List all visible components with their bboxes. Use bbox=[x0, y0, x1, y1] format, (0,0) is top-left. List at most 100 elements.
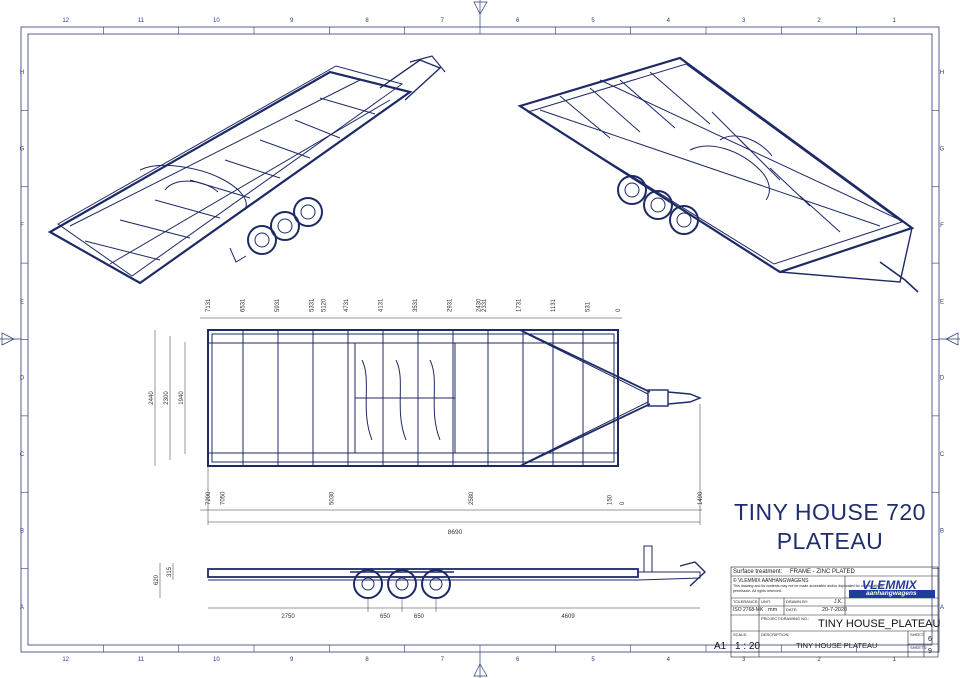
plan-top-dimension: 1731 bbox=[516, 298, 522, 312]
notice-line-2: permission. All rights reserved. bbox=[733, 589, 782, 593]
row-label-right: D bbox=[940, 376, 945, 382]
plan-width-dimension: 2440 bbox=[149, 391, 155, 405]
plan-top-dimension: 5931 bbox=[275, 298, 281, 312]
plan-total-length: 8690 bbox=[448, 529, 463, 536]
row-label-right: H bbox=[940, 70, 944, 76]
row-label-left: C bbox=[20, 452, 25, 458]
column-label-top: 4 bbox=[667, 18, 671, 24]
plan-view bbox=[207, 329, 702, 467]
notice-line-1: This drawing and its contents may not be… bbox=[733, 584, 884, 588]
column-label-bottom: 3 bbox=[742, 657, 746, 663]
sheets-total: 9 bbox=[928, 648, 932, 655]
row-label-right: E bbox=[940, 299, 944, 305]
plan-top-dimension: 2430 bbox=[476, 298, 482, 312]
scale-label: SCALE: bbox=[733, 632, 748, 637]
outer-frame bbox=[20, 26, 940, 653]
plan-bottom-dimension: 1490 bbox=[698, 491, 704, 505]
project-value: TINY HOUSE_PLATEAU bbox=[818, 618, 941, 630]
column-label-top: 2 bbox=[817, 18, 821, 24]
column-label-bottom: 9 bbox=[290, 657, 294, 663]
row-label-left: F bbox=[20, 223, 24, 229]
surface-label: Surface treatment: bbox=[733, 569, 783, 575]
column-label-top: 10 bbox=[213, 18, 220, 24]
column-label-bottom: 11 bbox=[138, 657, 145, 663]
column-label-bottom: 2 bbox=[817, 657, 821, 663]
column-label-top: 3 bbox=[742, 18, 746, 24]
row-label-left: H bbox=[20, 70, 24, 76]
plan-width-dimensions: 2440 2300 1940 bbox=[149, 391, 185, 405]
scale-value: 1 : 20 bbox=[735, 641, 761, 652]
plan-top-dimension: 0 bbox=[616, 308, 622, 312]
row-label-right: A bbox=[940, 605, 944, 611]
unit-label: UNIT: bbox=[761, 599, 771, 604]
drawing-title: TINY HOUSE 720 PLATEAU bbox=[700, 498, 960, 556]
row-label-left: E bbox=[20, 299, 24, 305]
tolerance-label: TOLERANCE: bbox=[733, 599, 759, 604]
date-value: 20-7-2020 bbox=[822, 607, 848, 613]
side-height-dimension: 620 bbox=[154, 574, 160, 585]
plan-top-dimension: 2931 bbox=[447, 298, 453, 312]
drawn-value: J.K. bbox=[834, 599, 843, 605]
plan-top-dimension: 531 bbox=[585, 301, 591, 312]
isometric-view-rear bbox=[517, 56, 919, 293]
row-label-left: D bbox=[20, 376, 25, 382]
column-label-top: 7 bbox=[441, 18, 445, 24]
side-length-dimension: 650 bbox=[380, 614, 391, 620]
row-label-right: F bbox=[940, 223, 944, 229]
column-label-top: 1 bbox=[893, 18, 897, 24]
description-label: DESCRIPTION: bbox=[761, 632, 790, 637]
row-label-right: C bbox=[940, 452, 945, 458]
plan-width-dimension: 1940 bbox=[179, 391, 185, 405]
project-label: PROJECT/DRAWING NO.: bbox=[761, 616, 810, 621]
column-label-top: 9 bbox=[290, 18, 294, 24]
sheets-label: SHEETS: bbox=[910, 645, 928, 650]
plan-top-dimension: 1131 bbox=[551, 298, 557, 312]
sheet-label: SHEET: bbox=[910, 632, 925, 637]
title-block bbox=[730, 566, 939, 658]
copyright-text: © VLEMMIX AANHANGWAGENS bbox=[733, 578, 809, 584]
surface-value: FRAME - ZINC PLATED bbox=[790, 569, 855, 575]
column-label-bottom: 6 bbox=[516, 657, 520, 663]
row-label-left: B bbox=[20, 528, 24, 534]
column-label-bottom: 4 bbox=[667, 657, 671, 663]
vlemmix-subtitle: aanhangwagens bbox=[866, 590, 917, 597]
column-label-bottom: 5 bbox=[591, 657, 595, 663]
plan-top-dimension: 5120 bbox=[322, 298, 328, 312]
plan-top-dimension: 4731 bbox=[344, 298, 350, 312]
column-label-bottom: 7 bbox=[441, 657, 445, 663]
side-length-dimension: 4609 bbox=[561, 614, 575, 620]
column-label-top: 11 bbox=[138, 18, 145, 24]
side-length-dimension: 650 bbox=[414, 614, 425, 620]
column-label-bottom: 10 bbox=[213, 657, 220, 663]
isometric-view-front bbox=[47, 55, 446, 285]
plan-top-dimension: 2331 bbox=[482, 298, 488, 312]
column-label-bottom: 1 bbox=[893, 657, 897, 663]
plan-width-dimension: 2300 bbox=[164, 391, 170, 405]
row-label-right: G bbox=[940, 147, 945, 153]
plan-top-dimension: 6531 bbox=[240, 298, 246, 312]
title-line-2: PLATEAU bbox=[776, 528, 884, 554]
plan-bottom-dimension: 2580 bbox=[469, 491, 475, 505]
plan-bottom-dimension: 7050 bbox=[221, 491, 227, 505]
column-grid-marks bbox=[21, 27, 939, 652]
plan-top-dimension: 4131 bbox=[378, 298, 384, 312]
sheet-number: 6 bbox=[928, 636, 932, 643]
column-label-bottom: 12 bbox=[62, 657, 69, 663]
plan-bottom-dimension: 7200 bbox=[206, 491, 212, 505]
title-line-1: TINY HOUSE 720 bbox=[734, 499, 926, 525]
vlemmix-logo: VLEMMIX bbox=[862, 578, 917, 592]
plan-bottom-dimension: 150 bbox=[607, 494, 613, 505]
unit-value: mm bbox=[768, 607, 778, 613]
plan-top-dimension: 5331 bbox=[309, 298, 315, 312]
side-view-dimension-lines bbox=[159, 563, 700, 612]
iso-label: ISO 2768-MK bbox=[733, 607, 764, 613]
drawn-label: DRAWN BY: bbox=[786, 599, 809, 604]
column-label-top: 8 bbox=[365, 18, 369, 24]
plan-bottom-dimension: 0 bbox=[620, 501, 626, 505]
